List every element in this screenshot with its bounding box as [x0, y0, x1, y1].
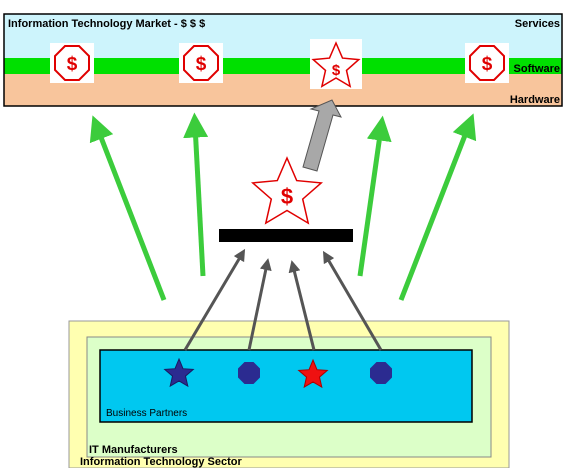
- dollar-sign: $: [281, 184, 293, 209]
- partners-label: Business Partners: [106, 408, 187, 419]
- dollar-sign: $: [332, 62, 341, 79]
- octagon-dollar-icon: $: [465, 43, 509, 83]
- dollar-sign: $: [67, 54, 78, 75]
- aggregation-bar: [219, 229, 353, 242]
- dark-arrow: [183, 248, 246, 351]
- gray-arrow: [302, 99, 342, 172]
- octagon-dollar-icon: $: [179, 43, 223, 83]
- green-arrow: [357, 115, 392, 277]
- dollar-sign: $: [196, 54, 207, 75]
- green-arrow: [89, 115, 167, 301]
- green-arrows: [89, 112, 477, 301]
- market-box: Information Technology Market - $ $ $ Se…: [3, 13, 563, 107]
- services-label: Services: [515, 18, 560, 30]
- dollar-sign: $: [482, 54, 493, 75]
- star-icon: [297, 358, 329, 389]
- sector-label: Information Technology Sector: [80, 456, 242, 468]
- star-dollar-icon: $: [310, 39, 362, 89]
- software-band: [4, 58, 562, 74]
- star-icon: [163, 357, 195, 388]
- market-title: Information Technology Market - $ $ $: [8, 18, 205, 30]
- market-border: [3, 13, 563, 107]
- dark-arrow: [322, 250, 383, 351]
- partners-box: [99, 349, 473, 423]
- dark-arrows: [183, 248, 383, 351]
- octagon-dollar-icon: $: [50, 43, 94, 83]
- dark-arrow: [247, 258, 272, 351]
- software-label: Software: [514, 63, 560, 75]
- green-arrow: [398, 113, 477, 301]
- manufacturers-label: IT Manufacturers: [89, 444, 178, 456]
- octagon-icon: [370, 362, 392, 384]
- green-arrow: [183, 112, 209, 277]
- star-dollar-icon: $: [250, 156, 324, 225]
- dark-arrow: [288, 260, 316, 351]
- hardware-label: Hardware: [510, 94, 560, 106]
- octagon-icon: [238, 362, 260, 384]
